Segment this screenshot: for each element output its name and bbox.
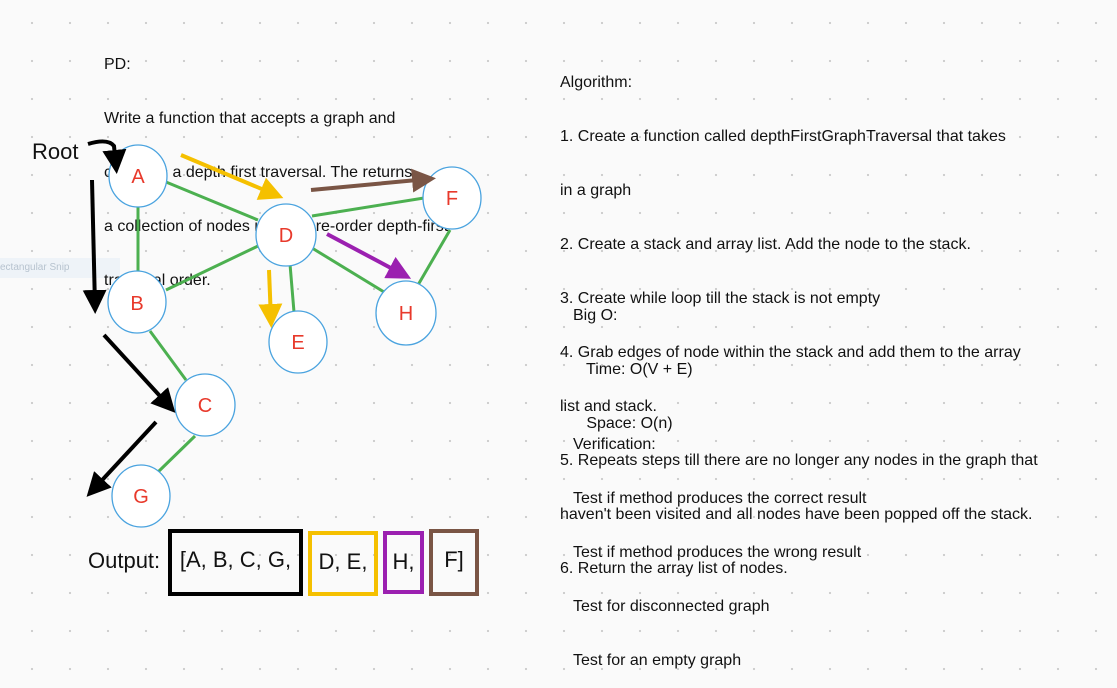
purple-arrow-d-to-h [326,232,412,279]
rectangular-snip-label: ectangular Snip [0,258,120,278]
verification-line: Test if method produces the wrong result [573,544,862,561]
yellow-arrow-a-to-d [180,153,284,200]
graph-diagram: A B C D E F G H [82,139,482,528]
node-b: B [107,270,167,334]
node-a: A [108,144,168,208]
algorithm-line: 1. Create a function called depthFirstGr… [560,128,1006,145]
node-label-c: C [198,395,212,417]
output-group-purple: H, [383,531,424,594]
edge-b-d [165,244,259,292]
node-f: F [422,166,482,230]
edge-d-f [311,196,425,218]
black-arrow-b-to-c [102,333,176,413]
algorithm-line: 5. Repeats steps till there are no longe… [560,452,1038,469]
algorithm-line: in a graph [560,182,632,199]
problem-line: a collection of nodes in their pre-order… [104,218,449,235]
algorithm-line: 3. Create while loop till the stack is n… [560,290,881,307]
verification-line: Test if method produces the correct resu… [573,490,867,507]
brown-arrow-to-f [310,168,436,193]
problem-heading: PD: [104,56,131,73]
verification-line: Test for an empty graph [573,652,742,669]
node-g: G [111,464,171,528]
output-group-yellow-text: D, E, [318,549,368,574]
verification-line: Test for disconnected graph [573,598,770,615]
root-arrow [87,139,127,174]
yellow-arrow-d-to-e [258,269,283,328]
verification-section: Verification: Test if method produces th… [573,400,866,688]
edge-d-e [288,263,296,313]
node-h: H [375,280,437,346]
node-label-a: A [131,166,145,188]
algorithm-section: Algorithm: 1. Create a function called d… [560,38,1038,596]
big-o-section: Big O: Time: O(V + E) Space: O(n) [573,271,693,451]
edge-c-g [156,434,197,474]
node-label-h: H [399,303,413,325]
edge-b-c [148,330,188,381]
output-label: Output: [88,548,161,573]
problem-line: Write a function that accepts a graph an… [104,110,396,127]
algorithm-line: list and stack. [560,398,657,415]
output-group-brown-text: F] [444,547,464,572]
algorithm-heading: Algorithm: [560,74,633,91]
output-group-purple-text: H, [392,549,415,574]
output-group-black: [A, B, C, G, [168,529,303,596]
graph-edges [136,180,452,474]
edge-a-d [165,180,259,222]
time-complexity: Time: O(V + E) [573,361,693,378]
node-label-f: F [446,188,458,210]
algorithm-line: 4. Grab edges of node within the stack a… [560,344,1021,361]
output-group-yellow: D, E, [308,531,378,596]
space-complexity: Space: O(n) [573,415,673,432]
algorithm-line: 6. Return the array list of nodes. [560,560,788,577]
root-label: Root [32,139,79,164]
output-group-brown: F] [429,529,479,596]
algorithm-line: 2. Create a stack and array list. Add th… [560,236,971,253]
black-arrow-a-to-b [82,179,107,314]
verification-heading: Verification: [573,436,656,453]
black-arrow-c-to-g [86,420,158,497]
edge-d-h [311,246,385,294]
node-label-d: D [279,225,293,247]
edge-f-h [416,229,452,286]
node-label-e: E [291,332,304,354]
node-c: C [174,373,236,437]
node-e: E [268,310,328,374]
node-label-g: G [133,486,149,508]
node-d: D [255,203,317,267]
output-group-black-text: [A, B, C, G, [179,547,292,572]
node-label-b: B [130,293,143,315]
big-o-heading: Big O: [573,307,618,324]
algorithm-line: haven't been visited and all nodes have … [560,506,1033,523]
